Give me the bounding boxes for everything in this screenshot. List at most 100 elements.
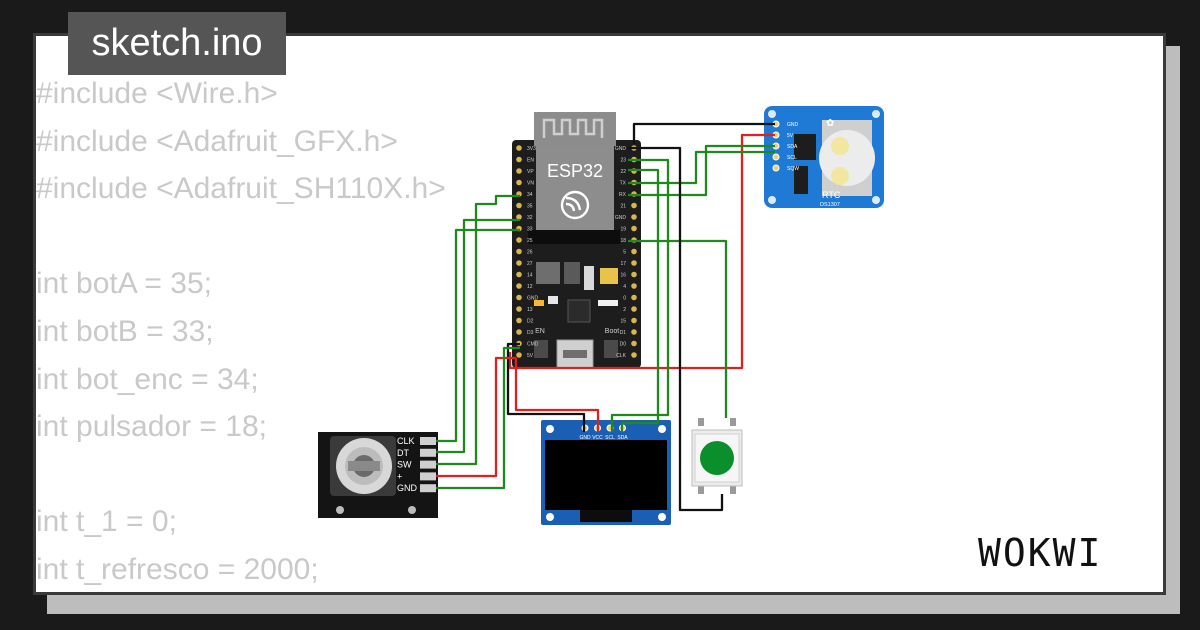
esp32-pin[interactable]	[516, 145, 522, 151]
esp32-pin[interactable]	[631, 329, 637, 335]
code-preview: #include <Wire.h>#include <Adafruit_GFX.…	[36, 70, 736, 594]
esp32-pin[interactable]	[516, 283, 522, 289]
encoder-pin[interactable]	[420, 472, 436, 481]
code-line: int t_refresco = 2000;	[36, 552, 319, 586]
encoder-pin-label: DT	[397, 448, 409, 458]
esp32-pin[interactable]	[631, 294, 637, 301]
esp32-pin-label: 26	[527, 250, 533, 256]
esp32-pin-label: 13	[527, 307, 533, 313]
encoder-pin-label: GND	[397, 483, 418, 493]
esp32-pin-label: EN	[527, 158, 534, 164]
esp32-pin-label: 12	[527, 284, 533, 290]
esp32-pin[interactable]	[516, 248, 522, 255]
en-button[interactable]	[534, 340, 548, 358]
esp32-pin[interactable]	[516, 237, 522, 243]
esp32-pin[interactable]	[631, 340, 637, 347]
esp32-pin-label: GND	[615, 146, 627, 152]
encoder-pin[interactable]	[420, 460, 436, 469]
esp32-pin-label: D0	[620, 342, 627, 348]
rtc-pin[interactable]	[772, 164, 780, 172]
oled-screen	[545, 440, 667, 510]
rtc-chip-label: DS1307	[820, 202, 840, 208]
esp32-pin-label: 5	[623, 250, 626, 256]
button-cap[interactable]	[700, 441, 734, 475]
esp32-pin[interactable]	[631, 225, 637, 232]
esp32-pin-label: D1	[620, 330, 627, 336]
wokwi-logo-text: WOKWI	[978, 531, 1102, 575]
esp32-pin[interactable]	[631, 260, 637, 266]
esp32-pin-label: 16	[620, 273, 626, 279]
esp32-pin[interactable]	[516, 317, 522, 324]
esp32-pin-label: 33	[527, 227, 533, 233]
rtc-pin-label: SCL	[787, 155, 797, 161]
oled-pin-label: SDA	[617, 435, 628, 441]
esp32-pin[interactable]	[631, 352, 637, 358]
encoder-pin-label: CLK	[397, 436, 415, 446]
esp32-pin-label: 14	[527, 273, 533, 279]
esp32-module-can	[536, 146, 614, 230]
code-line: int botB = 33;	[36, 314, 214, 348]
esp32-pin[interactable]	[516, 329, 522, 335]
esp32-pin[interactable]	[631, 283, 637, 289]
rtc-pin-label: 5V	[787, 133, 794, 139]
esp32-board[interactable]: ESP32 EN Boot 3V3ENVPVN34353233252627141…	[512, 112, 641, 369]
code-line: int t_1 = 0;	[36, 505, 177, 539]
esp32-pin-label: D3	[527, 330, 534, 336]
esp32-pin[interactable]	[516, 179, 522, 186]
encoder-pin-label: +	[397, 471, 402, 481]
esp32-pin[interactable]	[516, 352, 522, 358]
esp32-pin[interactable]	[516, 202, 522, 209]
code-line: int pulsador = 18;	[36, 410, 267, 444]
esp32-pin-label: 27	[527, 261, 533, 267]
regulator-chip	[536, 262, 560, 284]
esp32-pin-label: RX	[619, 192, 627, 198]
push-button[interactable]	[691, 418, 743, 494]
esp32-pin[interactable]	[516, 306, 522, 312]
esp32-pin-label: 25	[527, 238, 533, 244]
esp32-pin[interactable]	[631, 271, 637, 278]
boot-label: Boot	[605, 328, 619, 335]
en-label: EN	[535, 328, 545, 335]
esp32-pin[interactable]	[631, 214, 637, 220]
esp32-pin[interactable]	[516, 260, 522, 266]
esp32-pin-label: VP	[527, 169, 534, 175]
code-line: #include <Adafruit_GFX.h>	[36, 124, 398, 158]
esp32-pin[interactable]	[631, 248, 637, 255]
esp32-pin[interactable]	[631, 317, 637, 324]
boot-button[interactable]	[604, 340, 618, 358]
encoder-pin[interactable]	[420, 437, 436, 445]
esp32-pin-label: 23	[620, 158, 626, 164]
esp32-pin-label: 19	[620, 227, 626, 233]
esp32-pin-label: 34	[527, 192, 533, 198]
rtc-pin[interactable]	[772, 153, 780, 161]
esp32-pin[interactable]	[516, 156, 522, 163]
code-line: #include <Adafruit_SH110X.h>	[36, 172, 446, 206]
esp32-pin[interactable]	[516, 271, 522, 278]
oled-pin-label: VCC	[592, 435, 603, 441]
rotary-encoder[interactable]: CLK DT SW+ GND	[318, 432, 438, 518]
encoder-pin[interactable]	[420, 448, 436, 457]
esp32-pin[interactable]	[516, 168, 522, 174]
encoder-pin-label: SW	[397, 460, 412, 470]
esp32-pin-label: GND	[527, 296, 539, 302]
crystal	[584, 266, 594, 290]
adafruit-star-icon: ✿	[826, 118, 834, 129]
esp32-pin-label: 22	[620, 169, 626, 175]
esp32-pin[interactable]	[516, 214, 522, 220]
esp32-label: ESP32	[547, 161, 603, 181]
esp32-pin[interactable]	[631, 202, 637, 209]
wokwi-logo: WOKWI	[978, 531, 1102, 575]
esp32-pin[interactable]	[631, 306, 637, 312]
code-line: int botA = 35;	[36, 267, 212, 301]
file-tab[interactable]: sketch.ino	[68, 12, 286, 75]
oled-pin-label: SCL	[605, 435, 615, 441]
esp32-pin[interactable]	[516, 294, 522, 301]
esp32-pin-label: CMD	[527, 342, 539, 348]
rtc-pin-label: GND	[787, 122, 799, 128]
encoder-pin[interactable]	[420, 484, 436, 493]
esp32-pin-label: VN	[527, 181, 534, 187]
oled-pin-label: GND	[579, 435, 591, 441]
